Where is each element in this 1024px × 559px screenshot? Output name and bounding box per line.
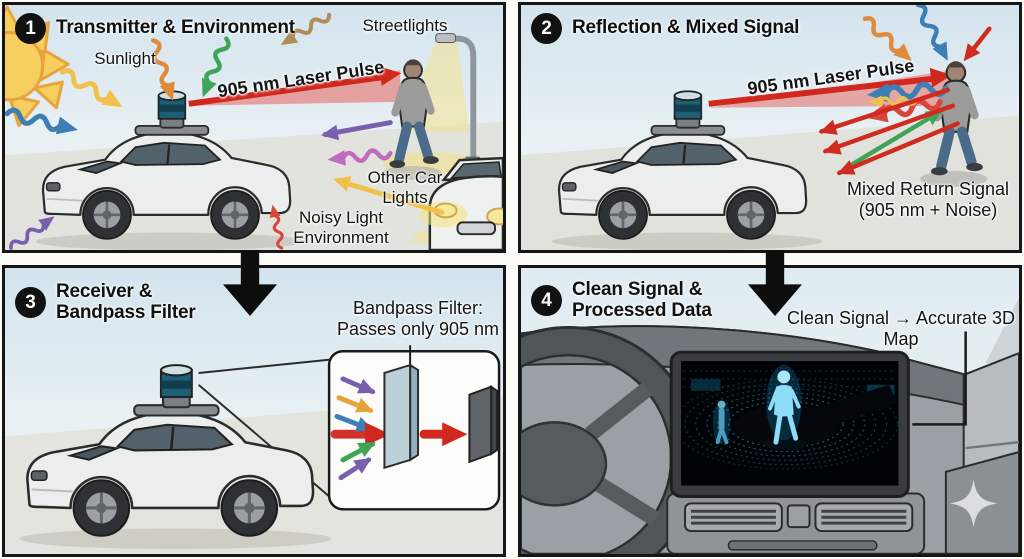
sunlight-noise-arrow — [58, 65, 127, 115]
lidar-point-cloud — [681, 365, 899, 470]
other-car-lights-label: Other Car Lights — [367, 168, 443, 208]
center-console — [666, 492, 926, 554]
panel-2-title: Reflection & Mixed Signal — [572, 17, 800, 39]
panel-3-title: Receiver & Bandpass Filter — [56, 281, 196, 323]
panel-receiver-bandpass-filter: 3 Receiver & Bandpass Filter Bandpass Fi… — [2, 265, 506, 557]
green-incoming-arrow — [848, 102, 947, 168]
point-cloud-person — [766, 365, 802, 445]
panel-clean-signal-processed-data: 4 Clean Signal & Processed Data Clean Si… — [518, 265, 1022, 557]
panel-4-title: Clean Signal & Processed Data — [572, 279, 712, 321]
clean-signal-caption: Clean Signal → Accurate 3D Map — [786, 308, 1016, 350]
noisy-light-label: Noisy Light Environment — [293, 208, 389, 248]
step-badge-3: 3 — [15, 287, 46, 319]
step-badge-1: 1 — [15, 13, 46, 44]
caption-pointer-line — [912, 331, 967, 426]
bandpass-filter-label: Bandpass Filter: Passes only 905 nm — [336, 298, 500, 340]
panel-reflection-mixed-signal: 2 Reflection & Mixed Signal 905 nm Laser… — [518, 2, 1022, 253]
laser-beam — [708, 65, 953, 108]
filter-slab — [383, 363, 420, 470]
infotainment-screen — [669, 350, 910, 498]
red-incoming-arrow — [957, 26, 992, 67]
hazard-button — [786, 504, 811, 529]
red-return-arrows — [819, 87, 960, 176]
sparkle-icon — [949, 479, 998, 528]
point-cloud-figure-2 — [712, 400, 731, 445]
panel-1-title: Transmitter & Environment — [56, 17, 295, 39]
purple-straight-arrow — [319, 120, 393, 144]
detector-slab — [468, 384, 499, 464]
panel-transmitter-environment: 1 Transmitter & Environment Sunlight Str… — [2, 2, 506, 253]
headlight-arrow — [330, 171, 445, 215]
step-badge-4: 4 — [531, 285, 562, 317]
air-vent-left — [684, 502, 783, 533]
streetlights-label: Streetlights — [362, 16, 448, 35]
air-vent-right — [814, 502, 914, 533]
laser-beam — [188, 63, 403, 107]
bandpass-filter-inset — [327, 345, 501, 511]
sunlight-label: Sunlight — [94, 49, 156, 68]
step-badge-2: 2 — [531, 13, 562, 44]
mixed-return-label: Mixed Return Signal (905 nm + Noise) — [846, 179, 1010, 221]
sun-icon — [5, 5, 70, 128]
